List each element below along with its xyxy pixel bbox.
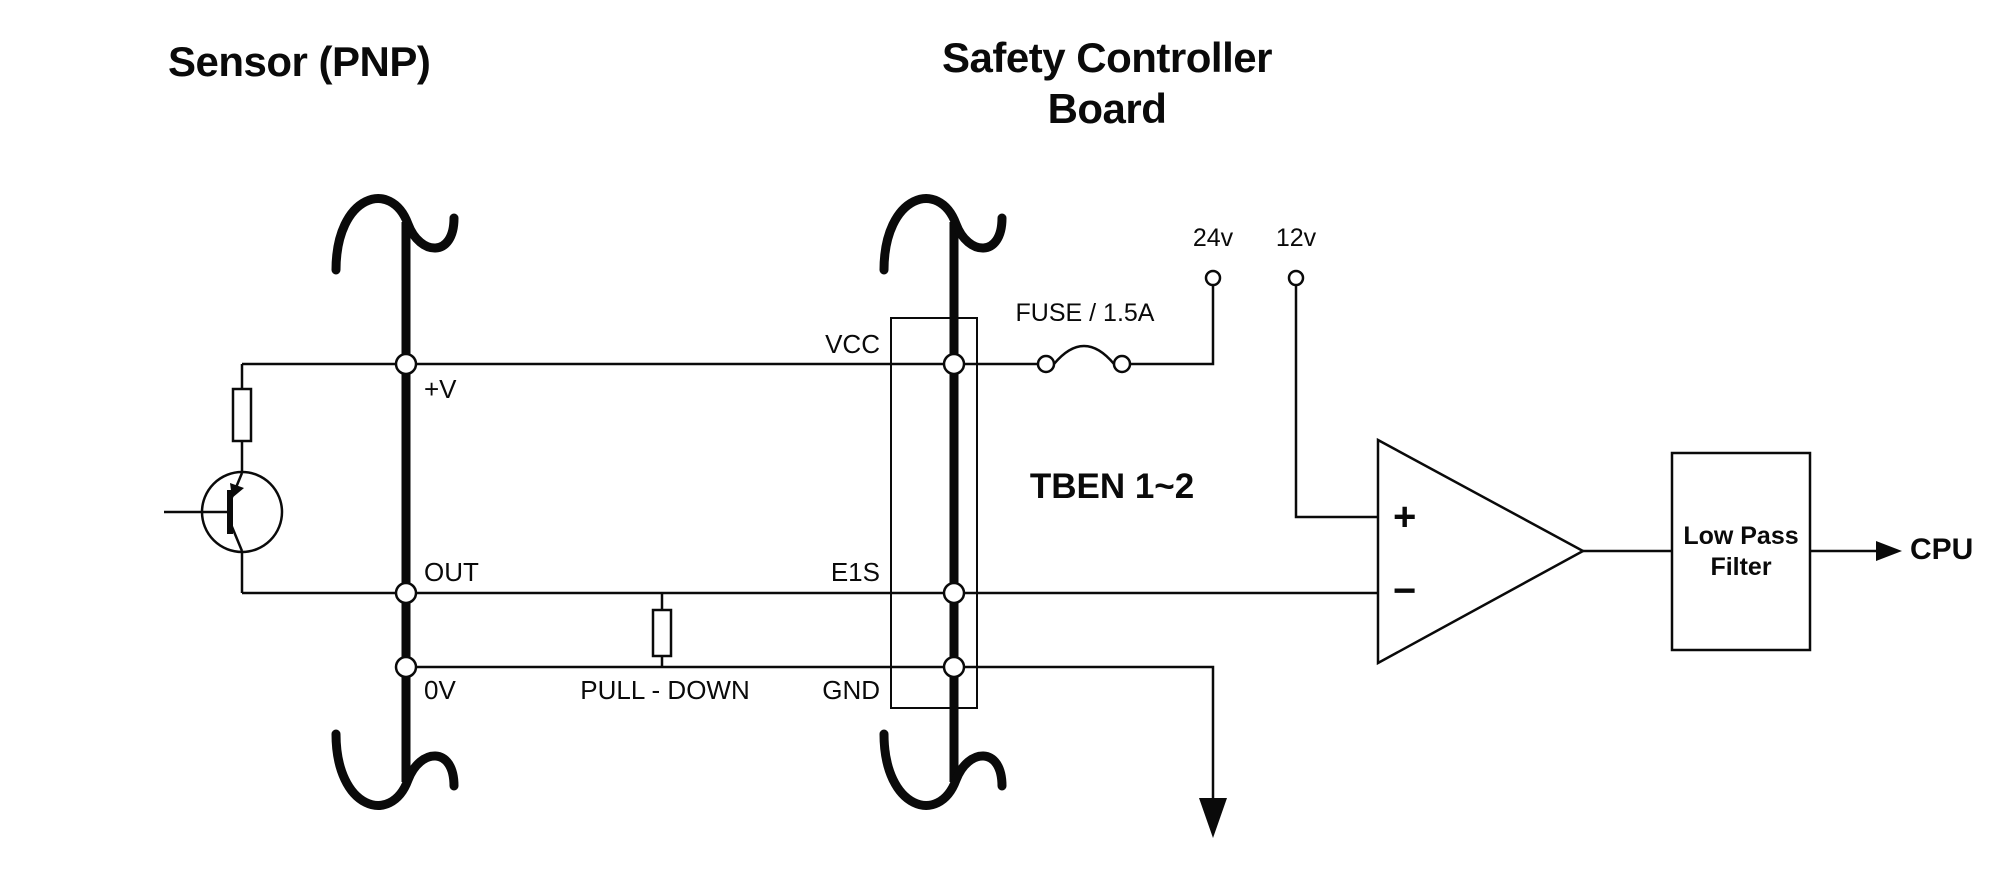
- rail-24v-label: 24v: [1192, 224, 1234, 252]
- low-pass-filter-line1: Low Pass: [1683, 521, 1799, 550]
- series-resistor: [231, 387, 253, 443]
- vcc-label: VCC: [825, 329, 880, 359]
- low-pass-filter-line2: Filter: [1710, 552, 1772, 581]
- tben-label: TBEN 1~2: [1029, 467, 1195, 506]
- fuse-terminal-right: [1112, 354, 1132, 374]
- controller-title-line1: Safety Controller: [942, 34, 1272, 81]
- right-cable-bottom-hook: [879, 729, 1007, 810]
- fuse-terminal-left: [1036, 354, 1056, 374]
- fuse-arc: [1053, 344, 1115, 365]
- pull-down-label: PULL - DOWN: [580, 675, 750, 705]
- left-cable-top-hook: [331, 194, 459, 275]
- junction-dot-plusv: [394, 352, 418, 376]
- sensor-title: Sensor (PNP): [168, 38, 431, 85]
- wire-12v: [1294, 285, 1378, 519]
- junction-dot-vcc: [942, 352, 966, 376]
- out-label: OUT: [424, 557, 479, 587]
- comparator-minus-label: −: [1393, 569, 1417, 613]
- rail-12v-label: 12v: [1275, 224, 1317, 252]
- zero-v-label: 0V: [424, 675, 456, 705]
- transistor-arrow-icon: [230, 483, 244, 498]
- junction-dot-0v: [394, 655, 418, 679]
- junction-dot-gnd: [942, 655, 966, 679]
- ground-arrow-icon: [1199, 798, 1227, 838]
- terminal-block: [890, 317, 978, 709]
- cpu-arrow-icon: [1876, 541, 1902, 561]
- ground-wire: [406, 665, 1215, 800]
- low-pass-filter-label: Low Pass Filter: [1672, 453, 1810, 650]
- e1s-label: E1S: [830, 557, 880, 587]
- junction-dot-out: [394, 581, 418, 605]
- fuse-label: FUSE / 1.5A: [1015, 299, 1155, 327]
- controller-title: Safety Controller Board: [942, 32, 1272, 134]
- left-cable-bottom-hook: [331, 729, 459, 810]
- cpu-label: CPU: [1910, 533, 1974, 566]
- terminal-24v: [1204, 269, 1222, 287]
- plus-v-label: +V: [424, 374, 457, 404]
- transistor-collector: [228, 521, 244, 552]
- junction-dot-e1s: [942, 581, 966, 605]
- controller-title-line2: Board: [1047, 85, 1167, 132]
- fuse-right-wire: [1130, 286, 1215, 366]
- comparator-triangle: [1376, 437, 1586, 666]
- comparator-plus-label: +: [1393, 495, 1417, 539]
- low-pass-filter-box: [1670, 451, 1812, 652]
- terminal-12v: [1287, 269, 1305, 287]
- gnd-label: GND: [822, 675, 880, 705]
- right-cable-top-hook: [879, 194, 1007, 275]
- pull-down-resistor: [651, 608, 673, 658]
